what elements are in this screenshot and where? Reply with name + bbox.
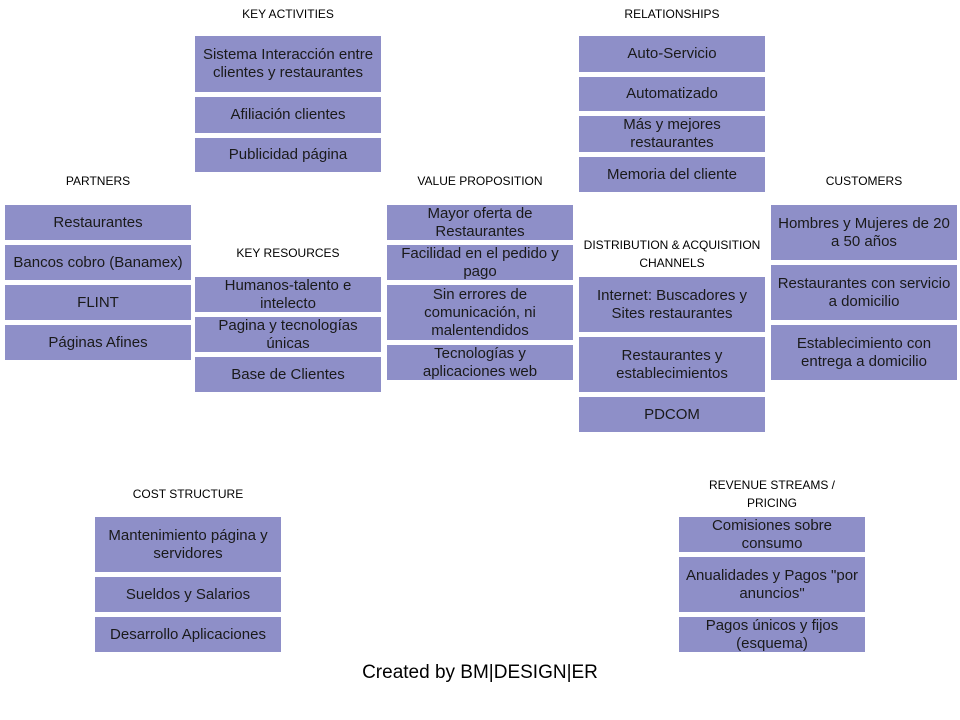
partner-label: Restaurantes (53, 213, 143, 231)
key-resource-label: Humanos-talento e intelecto (224, 277, 352, 312)
relationship-label: Automatizado (626, 85, 718, 102)
relationship-label: Auto-Servicio (627, 45, 717, 62)
cost-box: Sueldos y Salarios (95, 577, 281, 612)
relationship-label: Memoria del cliente (606, 165, 738, 183)
partner-box: Bancos cobro (Banamex) (5, 245, 191, 280)
value-proposition-box: Tecnologías y aplicaciones web (387, 345, 573, 380)
revenue-label: Pagos únicos y fijos (esquema) (705, 617, 839, 652)
customer-label: Hombres y Mujeres de 20 a 50 años (778, 214, 950, 250)
distribution-label: Internet: Buscadores y Sites restaurante… (596, 286, 748, 322)
partner-box: Páginas Afines (5, 325, 191, 360)
distribution-box: Internet: Buscadores y Sites restaurante… (579, 277, 765, 332)
revenue-label: Anualidades y Pagos "por anuncios" (685, 566, 859, 602)
partners-header: PARTNERS (65, 174, 131, 188)
revenue-label: Comisiones sobre consumo (711, 517, 833, 552)
cost-label: Desarrollo Aplicaciones (110, 625, 266, 643)
partner-label: FLINT (77, 293, 119, 311)
distribution-box: Restaurantes y establecimientos (579, 337, 765, 392)
customer-box: Establecimiento con entrega a domicilio (771, 325, 957, 380)
revenue-box: Comisiones sobre consumo (679, 517, 865, 552)
cost-structure-header: COST STRUCTURE (132, 487, 244, 501)
customer-label: Establecimiento con entrega a domicilio (796, 334, 932, 370)
key-activity-label: Sistema Interacción entre clientes y res… (202, 46, 374, 81)
key-resource-box: Base de Clientes (195, 357, 381, 392)
cost-label: Mantenimiento página y servidores (108, 526, 268, 562)
revenue-streams-header: REVENUE STREAMS / PRICING (708, 478, 836, 510)
value-proposition-label: Sin errores de comunicación, ni malenten… (424, 285, 536, 339)
relationship-box: Memoria del cliente (579, 157, 765, 192)
partner-label: Bancos cobro (Banamex) (13, 253, 183, 271)
relationship-label: Más y mejores restaurantes (623, 116, 721, 151)
value-proposition-label: Tecnologías y aplicaciones web (422, 345, 538, 380)
partner-box: FLINT (5, 285, 191, 320)
relationship-box: Más y mejores restaurantes (579, 116, 765, 152)
cost-box: Mantenimiento página y servidores (95, 517, 281, 572)
key-activity-label: Publicidad página (228, 146, 348, 163)
revenue-box: Pagos únicos y fijos (esquema) (679, 617, 865, 652)
key-resource-label: Pagina y tecnologías únicas (218, 317, 358, 352)
partner-box: Restaurantes (5, 205, 191, 240)
distribution-header: DISTRIBUTION & ACQUISITION CHANNELS (583, 238, 761, 270)
key-activity-box: Sistema Interacción entre clientes y res… (195, 36, 381, 92)
key-resource-box: Pagina y tecnologías únicas (195, 317, 381, 352)
value-proposition-box: Facilidad en el pedido y pago (387, 245, 573, 280)
cost-box: Desarrollo Aplicaciones (95, 617, 281, 652)
distribution-box: PDCOM (579, 397, 765, 432)
revenue-box: Anualidades y Pagos "por anuncios" (679, 557, 865, 612)
key-resources-header: KEY RESOURCES (236, 246, 340, 260)
relationship-box: Auto-Servicio (579, 36, 765, 72)
distribution-label: PDCOM (644, 405, 700, 423)
customer-label: Restaurantes con servicio a domicilio (777, 274, 951, 310)
credit-footer: Created by BM|DESIGN|ER (362, 662, 598, 683)
customers-header: CUSTOMERS (825, 174, 903, 188)
cost-label: Sueldos y Salarios (125, 585, 251, 603)
key-resource-label: Base de Clientes (231, 365, 345, 383)
distribution-label: Restaurantes y establecimientos (616, 346, 728, 382)
value-proposition-label: Facilidad en el pedido y pago (401, 245, 559, 280)
value-proposition-box: Sin errores de comunicación, ni malenten… (387, 285, 573, 340)
key-activity-box: Publicidad página (195, 138, 381, 172)
relationship-box: Automatizado (579, 77, 765, 111)
key-activities-header: KEY ACTIVITIES (242, 7, 334, 21)
customer-box: Hombres y Mujeres de 20 a 50 años (771, 205, 957, 260)
value-proposition-box: Mayor oferta de Restaurantes (387, 205, 573, 240)
partner-label: Páginas Afines (48, 333, 148, 351)
value-proposition-label: Mayor oferta de Restaurantes (427, 205, 533, 240)
customer-box: Restaurantes con servicio a domicilio (771, 265, 957, 320)
value-proposition-header: VALUE PROPOSITION (417, 174, 543, 188)
key-activity-label: Afiliación clientes (230, 106, 346, 123)
relationships-header: RELATIONSHIPS (624, 7, 720, 21)
key-activity-box: Afiliación clientes (195, 97, 381, 133)
key-resource-box: Humanos-talento e intelecto (195, 277, 381, 312)
